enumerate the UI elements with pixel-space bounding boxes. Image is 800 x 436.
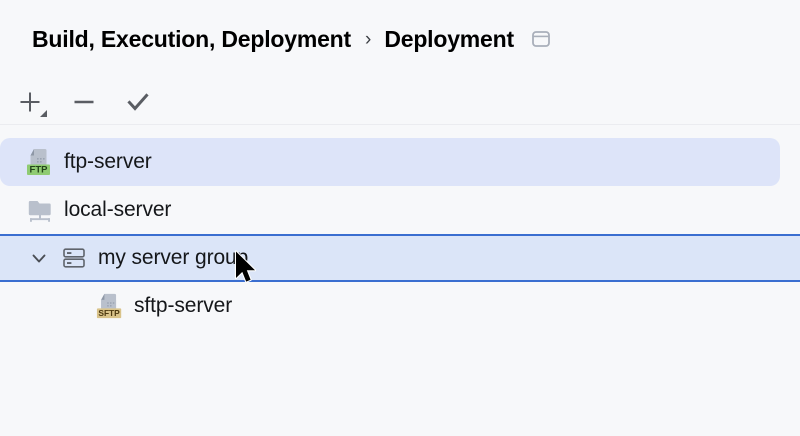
deployment-toolbar xyxy=(0,78,800,125)
add-dropdown-triangle-icon[interactable] xyxy=(40,109,47,117)
deployment-server-tree[interactable]: FTP ftp-server local-server xyxy=(0,126,800,436)
remove-button[interactable] xyxy=(62,82,106,122)
panel-window-icon[interactable] xyxy=(532,31,550,47)
tree-item-label: ftp-server xyxy=(64,150,152,173)
breadcrumb-root[interactable]: Build, Execution, Deployment xyxy=(32,25,351,52)
local-server-icon xyxy=(26,196,54,224)
ftp-badge-text: FTP xyxy=(30,165,49,176)
chevron-down-icon[interactable] xyxy=(26,245,52,271)
breadcrumb: Build, Execution, Deployment › Deploymen… xyxy=(0,0,800,78)
tree-item-sftp-server[interactable]: SFTP sftp-server xyxy=(0,282,800,330)
sftp-badge-text: SFTP xyxy=(98,308,120,318)
breadcrumb-leaf: Deployment xyxy=(384,25,514,52)
add-button[interactable] xyxy=(8,82,52,122)
tree-item-label: sftp-server xyxy=(134,294,233,317)
sftp-server-icon: SFTP xyxy=(96,292,124,320)
tree-item-my-server-group[interactable]: my server group xyxy=(0,234,800,282)
breadcrumb-separator: › xyxy=(365,28,372,50)
plus-icon xyxy=(20,92,40,111)
set-default-button[interactable] xyxy=(116,82,160,122)
toolbar-divider xyxy=(0,124,800,125)
server-group-icon xyxy=(60,244,88,272)
ftp-server-icon: FTP xyxy=(26,148,54,176)
minus-icon xyxy=(74,100,94,103)
tree-item-label: local-server xyxy=(64,198,172,221)
tree-item-label: my server group xyxy=(98,246,249,269)
tree-item-ftp-server[interactable]: FTP ftp-server xyxy=(0,138,780,186)
tree-item-local-server[interactable]: local-server xyxy=(0,186,800,234)
checkmark-icon xyxy=(127,92,149,111)
